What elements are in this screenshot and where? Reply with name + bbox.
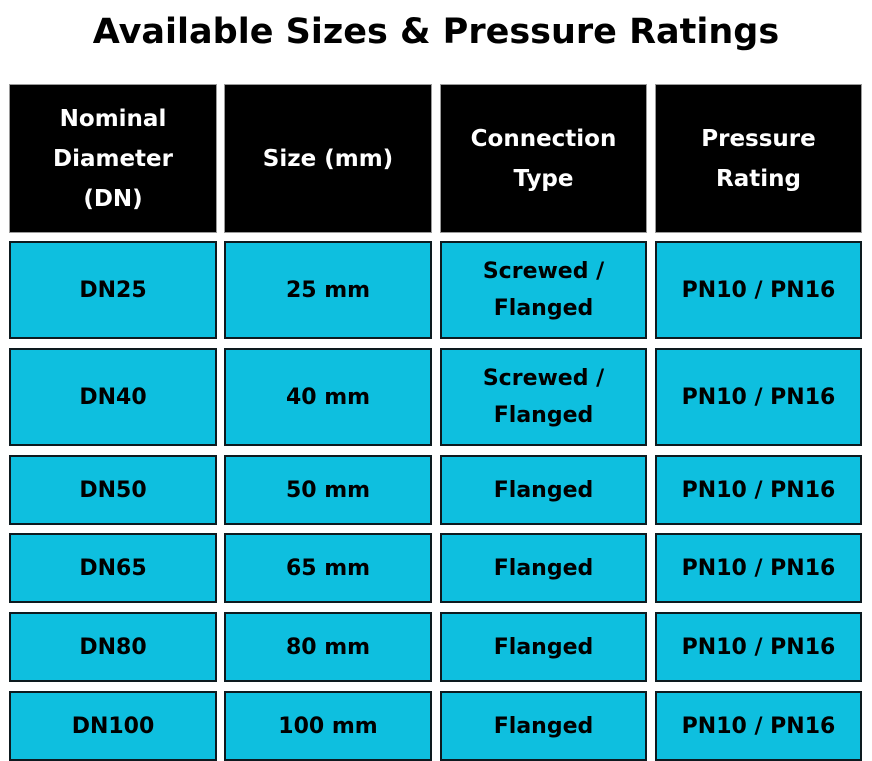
table-cell-size: 50 mm bbox=[224, 455, 432, 525]
table-cell-connection: Flanged bbox=[440, 533, 647, 603]
table-cell-dn: DN40 bbox=[9, 348, 217, 446]
header-connection-type: Connection Type bbox=[440, 84, 647, 233]
table-cell-size: 65 mm bbox=[224, 533, 432, 603]
table-cell-dn: DN80 bbox=[9, 612, 217, 682]
table-cell-pressure: PN10 / PN16 bbox=[655, 241, 862, 339]
table-cell-size: 80 mm bbox=[224, 612, 432, 682]
header-size: Size (mm) bbox=[224, 84, 432, 233]
table-cell-dn: DN25 bbox=[9, 241, 217, 339]
table-cell-connection: Screwed / Flanged bbox=[440, 241, 647, 339]
header-nominal-diameter: Nominal Diameter (DN) bbox=[9, 84, 217, 233]
table-cell-dn: DN65 bbox=[9, 533, 217, 603]
table-cell-connection: Flanged bbox=[440, 455, 647, 525]
table-cell-size: 25 mm bbox=[224, 241, 432, 339]
page-title: Available Sizes & Pressure Ratings bbox=[92, 12, 780, 52]
table-cell-connection: Screwed / Flanged bbox=[440, 348, 647, 446]
table-cell-dn: DN100 bbox=[9, 691, 217, 761]
table-cell-pressure: PN10 / PN16 bbox=[655, 612, 862, 682]
table-cell-connection: Flanged bbox=[440, 691, 647, 761]
table-cell-pressure: PN10 / PN16 bbox=[655, 455, 862, 525]
table-cell-size: 100 mm bbox=[224, 691, 432, 761]
table-cell-pressure: PN10 / PN16 bbox=[655, 533, 862, 603]
table-cell-pressure: PN10 / PN16 bbox=[655, 348, 862, 446]
table-cell-connection: Flanged bbox=[440, 612, 647, 682]
table-cell-dn: DN50 bbox=[9, 455, 217, 525]
header-pressure-rating: Pressure Rating bbox=[655, 84, 862, 233]
table-cell-size: 40 mm bbox=[224, 348, 432, 446]
table-cell-pressure: PN10 / PN16 bbox=[655, 691, 862, 761]
